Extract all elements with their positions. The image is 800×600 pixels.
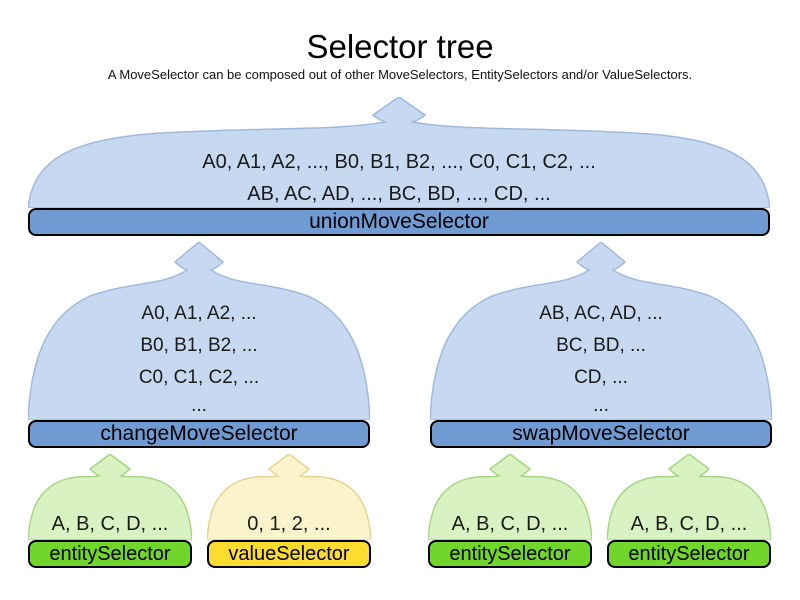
up-arrow-balloon-icon xyxy=(207,454,371,540)
entity-content-line: A, B, C, D, ... xyxy=(630,513,748,535)
change-move-selector-bar: changeMoveSelector xyxy=(28,420,370,448)
entity-content-line: A, B, C, D, ... xyxy=(51,513,169,535)
entity-selector-node: A, B, C, D, ... entitySelector xyxy=(428,454,592,568)
entity-content-line: A, B, C, D, ... xyxy=(451,513,569,535)
up-arrow-balloon-icon xyxy=(607,454,771,540)
union-content-line: AB, AC, AD, ..., BC, BD, ..., CD, ... xyxy=(247,183,551,205)
swap-move-selector-bar: swapMoveSelector xyxy=(430,420,772,448)
entity-selector-bar: entitySelector xyxy=(28,540,192,568)
diagram-title: Selector tree xyxy=(306,28,494,65)
up-arrow-balloon-icon xyxy=(28,97,770,208)
up-arrow-balloon-icon xyxy=(28,454,192,540)
entity-selector-node: A, B, C, D, ... entitySelector xyxy=(28,454,192,568)
change-content-line: C0, C1, C2, ... xyxy=(138,367,260,388)
change-content-line: B0, B1, B2, ... xyxy=(140,335,258,356)
swap-content-line: CD, ... xyxy=(574,367,628,388)
union-move-selector-bar: unionMoveSelector xyxy=(28,208,770,236)
value-content-line: 0, 1, 2, ... xyxy=(247,513,331,535)
change-content-line: A0, A1, A2, ... xyxy=(141,303,257,324)
union-content-line: A0, A1, A2, ..., B0, B1, B2, ..., C0, C1… xyxy=(202,151,596,173)
entity-selector-node: A, B, C, D, ... entitySelector xyxy=(607,454,771,568)
entity-selector-bar: entitySelector xyxy=(428,540,592,568)
entity-selector-bar: entitySelector xyxy=(607,540,771,568)
swap-move-selector-node: AB, AC, AD, ... BC, BD, ... CD, ... ... … xyxy=(430,242,772,448)
swap-content-line: BC, BD, ... xyxy=(556,335,646,356)
union-move-selector-node: A0, A1, A2, ..., B0, B1, B2, ..., C0, C1… xyxy=(28,97,770,236)
value-selector-bar: valueSelector xyxy=(207,540,371,568)
change-content-line: ... xyxy=(191,395,207,416)
swap-content-line: AB, AC, AD, ... xyxy=(539,303,663,324)
swap-content-line: ... xyxy=(593,395,609,416)
change-move-selector-node: A0, A1, A2, ... B0, B1, B2, ... C0, C1, … xyxy=(28,242,370,448)
up-arrow-balloon-icon xyxy=(428,454,592,540)
value-selector-node: 0, 1, 2, ... valueSelector xyxy=(207,454,371,568)
up-arrow-balloon-icon xyxy=(28,242,370,420)
up-arrow-balloon-icon xyxy=(430,242,772,420)
diagram-subtitle: A MoveSelector can be composed out of ot… xyxy=(107,67,693,82)
